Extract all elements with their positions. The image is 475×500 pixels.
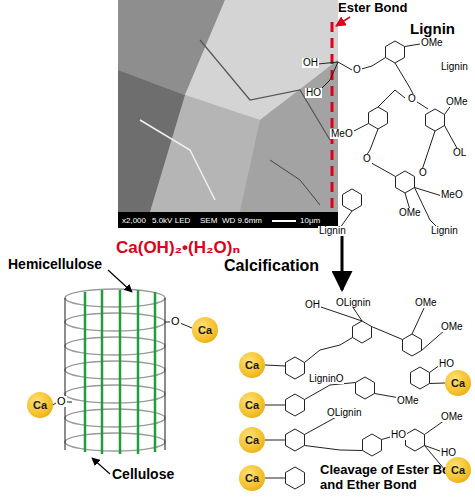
calcium-circle: Ca — [239, 352, 265, 378]
calcium-circle: Ca — [239, 427, 265, 453]
atom-label: OLignin — [335, 298, 371, 308]
atom-label: HO — [390, 430, 407, 440]
atom-label: OH — [302, 58, 319, 68]
part-label: Lignin — [410, 20, 455, 37]
element-symbol: Ca — [245, 435, 259, 446]
atom-label: HO — [305, 88, 322, 98]
atom-label: OMe — [440, 412, 464, 422]
atom-label: Lignin — [318, 226, 347, 236]
atom-label: OMe — [440, 322, 464, 332]
part-label: Cellulose — [112, 466, 174, 482]
lignin-fragments — [265, 306, 445, 489]
element-symbol: Ca — [33, 400, 47, 411]
atom-label: OMe — [396, 396, 420, 406]
atom-label: Lignin — [440, 62, 469, 72]
calcium-circle: Ca — [239, 392, 265, 418]
calcium-circle: Ca — [192, 317, 218, 343]
sem-info: 5.0kV LED — [152, 216, 190, 225]
element-symbol: Ca — [245, 473, 259, 484]
element-symbol: Ca — [245, 400, 259, 411]
atom-label: LigninO — [308, 374, 344, 384]
calcium-circle: Ca — [27, 392, 53, 418]
atom-label: O — [362, 154, 372, 164]
calcium-circle: Ca — [445, 370, 471, 396]
atom-label: OH — [304, 300, 321, 310]
element-symbol: Ca — [198, 325, 212, 336]
element-symbol: Ca — [245, 360, 259, 371]
atom-label: O — [407, 94, 417, 104]
atom-label: MeO — [330, 129, 354, 139]
reagent-label: Ca(OH)₂•(H₂O)ₙ — [116, 238, 240, 258]
atom-label: OLignin — [326, 408, 362, 418]
process-label: Calcification — [224, 257, 319, 275]
sem-info: WD 9.6mm — [222, 216, 262, 225]
atom-label: OMe — [445, 97, 469, 107]
calcium-circle: Ca — [239, 465, 265, 491]
atom-label: O — [170, 316, 181, 327]
sem-image — [118, 0, 338, 228]
element-symbol: Ca — [451, 465, 465, 476]
atom-label: MeO — [440, 190, 464, 200]
atom-label: OMe — [398, 208, 422, 218]
atom-label: HO — [438, 359, 455, 369]
atom-label: O — [56, 396, 67, 407]
part-label: Ester Bond — [338, 1, 407, 16]
atom-label: OL — [452, 148, 467, 158]
atom-label: Lignin — [430, 226, 459, 236]
element-symbol: Ca — [451, 378, 465, 389]
atom-label: O — [352, 65, 362, 75]
atom-label: OMe — [420, 38, 444, 48]
lignin-structure — [318, 41, 458, 230]
cellulose-fibre — [65, 289, 165, 454]
calcium-circle: Ca — [445, 457, 471, 483]
scale-label: 10μm — [300, 216, 320, 225]
sem-info: x2,000 — [122, 216, 146, 225]
atom-label: O — [418, 168, 428, 178]
sem-info: SEM — [200, 216, 217, 225]
atom-label: OMe — [414, 298, 438, 308]
part-label: Hemicellulose — [8, 256, 102, 272]
